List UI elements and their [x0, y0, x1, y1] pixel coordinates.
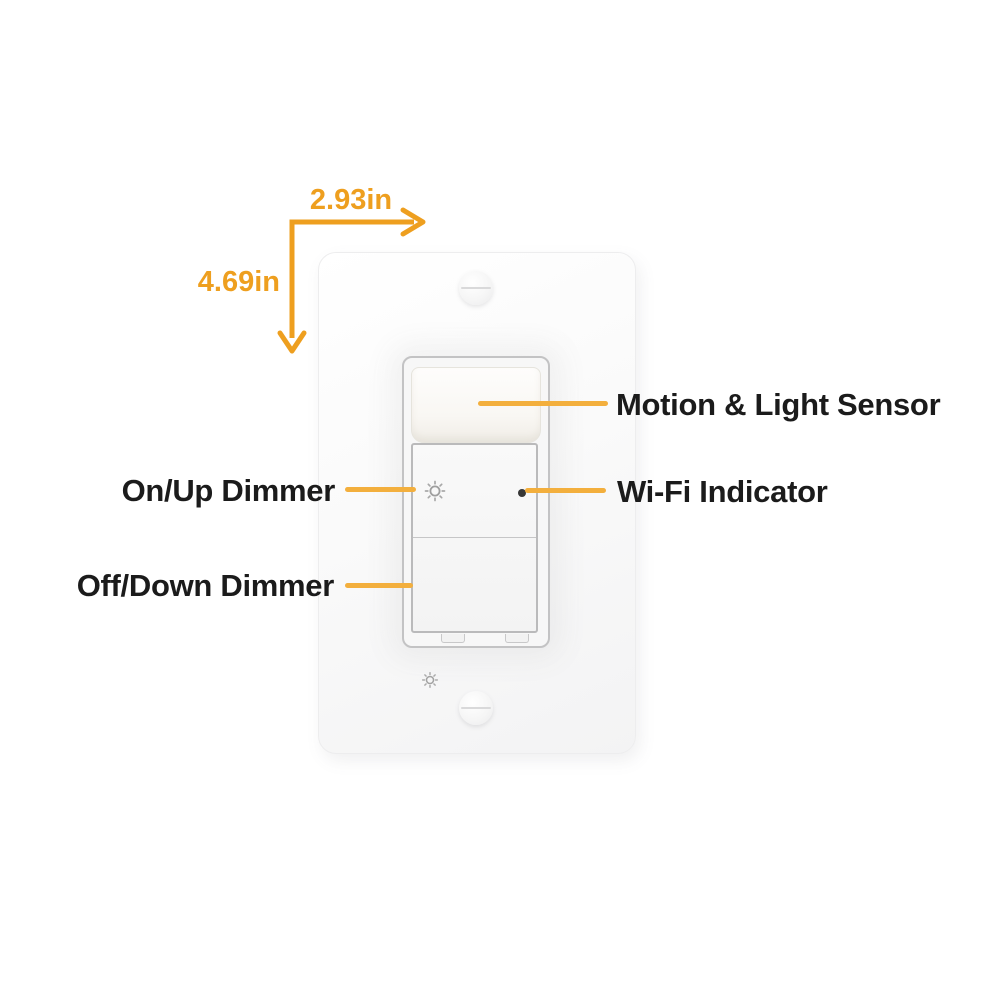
brightness-icon-small: [420, 670, 440, 695]
top-screw: [459, 271, 493, 305]
dimmer-rocker: [411, 443, 538, 689]
air-gap-tab: [505, 634, 529, 643]
width-dimension-label: 2.93in: [309, 184, 393, 216]
wifi-indicator-dot: [518, 489, 526, 497]
label-off-down-dimmer: Off/Down Dimmer: [76, 568, 335, 603]
leader-line-motion-sensor: [478, 401, 608, 406]
label-motion-light-sensor: Motion & Light Sensor: [616, 387, 941, 422]
off-down-dimmer-button: [413, 538, 536, 689]
screw-slot-icon: [461, 287, 491, 289]
on-up-dimmer-button: [413, 445, 536, 537]
rocker-divider: [413, 537, 536, 538]
screw-slot-icon: [461, 707, 491, 709]
height-dimension-label: 4.69in: [197, 266, 280, 298]
leader-line-off-down-dimmer: [345, 583, 413, 588]
switch-module: [402, 356, 550, 689]
brightness-icon: [422, 478, 448, 509]
leader-line-on-up-dimmer: [345, 487, 416, 492]
leader-line-wifi-indicator: [525, 488, 606, 493]
label-wifi-indicator: Wi-Fi Indicator: [617, 474, 828, 509]
bottom-screw: [459, 691, 493, 725]
air-gap-tab: [441, 634, 465, 643]
label-on-up-dimmer: On/Up Dimmer: [121, 473, 336, 508]
